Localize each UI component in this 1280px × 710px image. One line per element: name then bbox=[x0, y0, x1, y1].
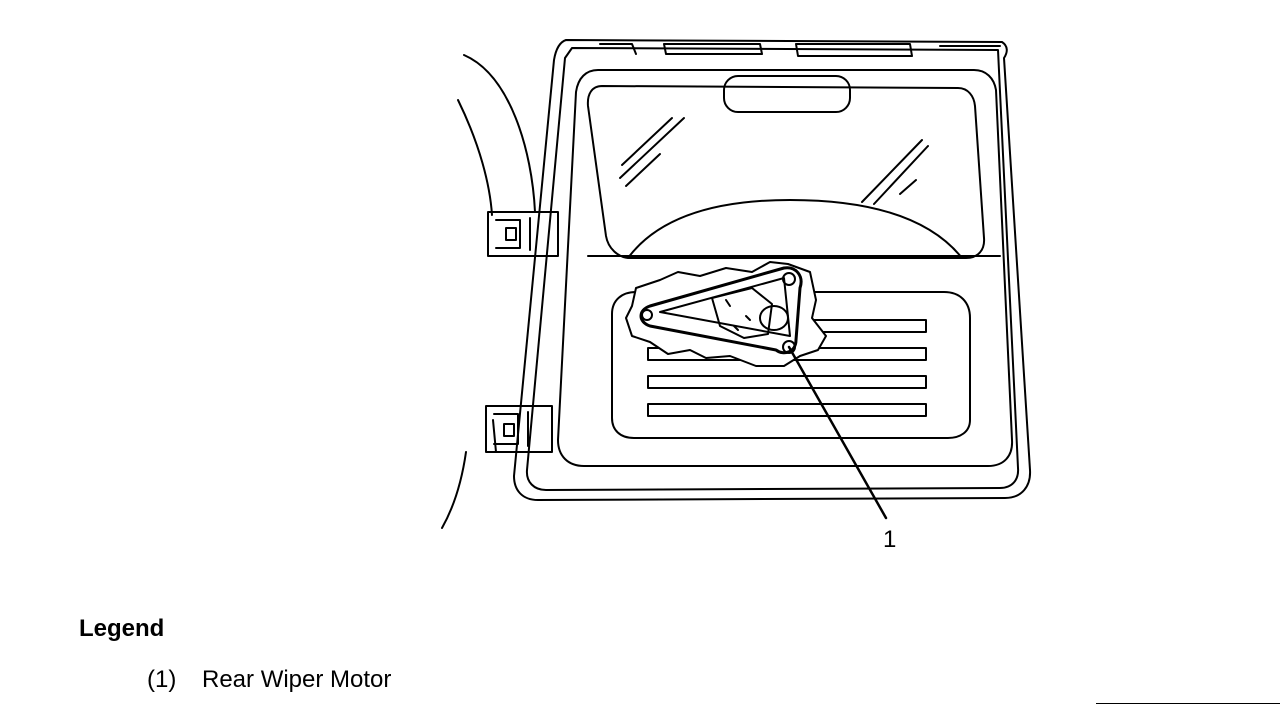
callout-leader-line bbox=[789, 347, 886, 518]
divider-line bbox=[1096, 703, 1280, 704]
liftgate-shell bbox=[514, 40, 1030, 500]
trim-cutaway bbox=[626, 262, 826, 366]
legend-item: (1) Rear Wiper Motor bbox=[147, 665, 391, 695]
callout-1-label: 1 bbox=[883, 526, 897, 553]
high-mount-stop-lamp bbox=[724, 76, 850, 112]
glass-reflection-left bbox=[620, 118, 684, 186]
liftgate-inner-trim bbox=[558, 70, 1012, 466]
liftgate-illustration bbox=[0, 0, 1280, 600]
legend-title: Legend bbox=[79, 615, 165, 642]
legend-item-text: Rear Wiper Motor bbox=[202, 666, 392, 693]
glass-reflection-right bbox=[862, 140, 928, 204]
upper-hinge bbox=[488, 212, 558, 256]
legend-item-number: (1) bbox=[147, 666, 177, 693]
vehicle-body-outline bbox=[442, 55, 535, 528]
rear-window bbox=[588, 86, 984, 258]
